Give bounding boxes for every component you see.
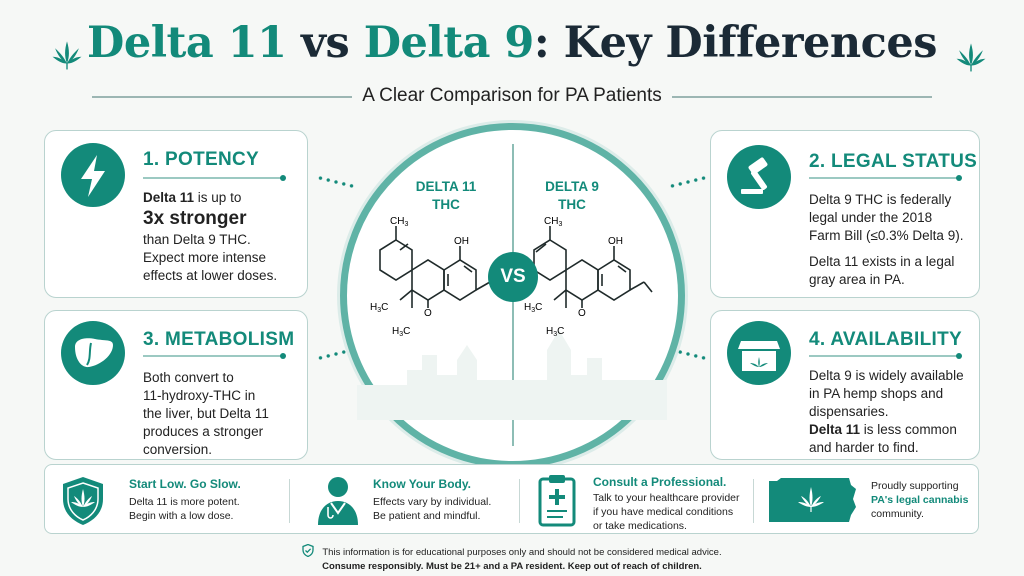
subtitle-row: A Clear Comparison for PA Patients <box>92 84 932 108</box>
clipboard-cross-icon <box>538 475 576 527</box>
card-heading: 4. AVAILABILITY <box>809 329 962 350</box>
tip-title: Consult a Professional. <box>593 475 727 489</box>
tip-body: Effects vary by individual.Be patient an… <box>373 496 492 522</box>
h3c-label: H3C <box>546 326 564 338</box>
ch3-label: CH3 <box>390 216 408 228</box>
page-title: Delta 11 vs Delta 9: Key Differences <box>87 18 937 68</box>
h3c-label: H3C <box>370 302 388 314</box>
cannabis-leaf-icon <box>956 43 986 72</box>
availability-card: 4. AVAILABILITY Delta 9 is widely availa… <box>710 310 980 460</box>
card-body: Delta 9 THC is federally legal under the… <box>809 192 964 287</box>
delta11-molecule: CH3 OH O H3C H3C <box>370 216 499 338</box>
cannabis-leaf-icon <box>52 41 82 70</box>
card-body: Delta 11 is up to 3x stronger than Delta… <box>143 190 278 283</box>
oh-label: OH <box>608 236 623 247</box>
tip-title: Start Low. Go Slow. <box>129 477 241 491</box>
storefront-icon <box>727 321 791 385</box>
h3c-label: H3C <box>392 326 410 338</box>
gavel-icon <box>727 145 791 209</box>
liver-icon <box>61 321 125 385</box>
card-heading: 2. LEGAL STATUS <box>809 151 978 172</box>
card-heading: 1. POTENCY <box>143 149 259 170</box>
vs-badge: VS <box>488 252 538 302</box>
card-body: Delta 9 is widely available in PA hemp s… <box>809 368 964 455</box>
ch3-label: CH3 <box>544 216 562 228</box>
subtitle: A Clear Comparison for PA Patients <box>352 85 672 106</box>
o-label: O <box>578 308 586 319</box>
potency-card: 1. POTENCY Delta 11 is up to 3x stronger… <box>44 130 308 298</box>
tip-body: Delta 11 is more potent.Begin with a low… <box>129 496 240 522</box>
delta9-molecule: CH3 OH O H3C H3C <box>524 216 653 338</box>
tip-title: Know Your Body. <box>373 477 471 491</box>
shield-check-icon <box>302 543 315 561</box>
pennsylvania-map-icon <box>769 478 856 522</box>
o-label: O <box>424 308 432 319</box>
lightning-bolt-icon <box>61 143 125 207</box>
card-body: Both convert to 11-hydroxy-THC in the li… <box>143 370 269 457</box>
skyline-watermark <box>357 330 667 420</box>
shield-leaf-icon <box>63 477 103 525</box>
h3c-label: H3C <box>524 302 542 314</box>
disclaimer: This information is for educational purp… <box>0 543 1024 573</box>
legal-status-card: 2. LEGAL STATUS Delta 9 THC is federally… <box>710 130 980 298</box>
oh-label: OH <box>454 236 469 247</box>
doctor-icon <box>318 477 358 525</box>
metabolism-card: 3. METABOLISM Both convert to 11-hydroxy… <box>44 310 308 460</box>
tips-bar: Start Low. Go Slow. Delta 11 is more pot… <box>44 464 979 534</box>
card-heading: 3. METABOLISM <box>143 329 295 350</box>
